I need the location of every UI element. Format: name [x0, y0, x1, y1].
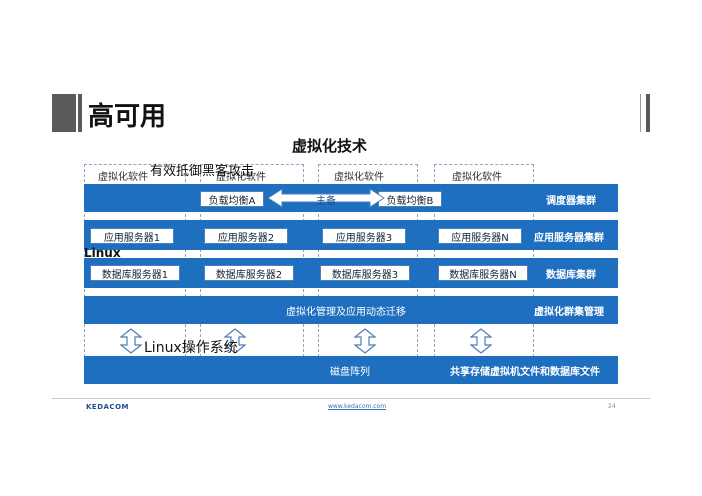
title-accent-bar-thin: [78, 94, 82, 132]
node-db-2: 数据库服务器2: [204, 265, 294, 281]
node-lb-b: 负载均衡B: [378, 191, 442, 207]
linux-small-label: Linux: [84, 246, 121, 260]
updown-arrow-4: [470, 328, 492, 354]
footer-url-link[interactable]: www.kedacom.com: [328, 403, 387, 410]
updown-arrow-3: [354, 328, 376, 354]
node-app-3: 应用服务器3: [322, 228, 406, 244]
node-app-2: 应用服务器2: [204, 228, 288, 244]
footer-page-number: 24: [608, 403, 616, 410]
band-virt: [84, 296, 618, 324]
band-virt-label: 虚拟化群集管理: [534, 307, 604, 318]
page-title: 高可用: [88, 102, 167, 132]
right-accent-bar: [646, 94, 650, 132]
node-db-1: 数据库服务器1: [90, 265, 180, 281]
title-accent-bar: [52, 94, 76, 132]
band-db-label: 数据库集群: [546, 270, 596, 281]
node-app-n: 应用服务器N: [438, 228, 522, 244]
band-storage-label: 共享存储虚拟机文件和数据库文件: [450, 367, 600, 378]
vm-label-4: 虚拟化软件: [452, 172, 502, 183]
updown-arrow-1: [120, 328, 142, 354]
vm-label-3: 虚拟化软件: [334, 172, 384, 183]
linux-os-label: Linux操作系统: [144, 340, 238, 356]
node-app-1: 应用服务器1: [90, 228, 174, 244]
band-storage: [84, 356, 618, 384]
vm-label-1: 虚拟化软件: [98, 172, 148, 183]
vm-label-2: 虚拟化软件: [216, 172, 266, 183]
band-app-label: 应用服务器集群: [534, 233, 604, 244]
band-scheduler-label: 调度器集群: [546, 196, 596, 207]
diagram-subtitle: 虚拟化技术: [292, 137, 368, 155]
band-virt-center: 虚拟化管理及应用动态迁移: [286, 307, 406, 318]
footer-divider: [52, 398, 650, 399]
footer-logo: KEDACOM: [86, 403, 129, 411]
node-db-n: 数据库服务器N: [438, 265, 528, 281]
active-standby-arrow: [267, 188, 385, 208]
node-lb-a: 负载均衡A: [200, 191, 264, 207]
updown-arrow-2: [224, 328, 246, 354]
overlay-caption-attack: 有效抵御黑客攻击: [150, 164, 255, 179]
band-storage-center: 磁盘阵列: [330, 367, 370, 378]
active-standby-label: 主备: [316, 196, 336, 207]
right-accent-line: [640, 94, 641, 132]
node-db-3: 数据库服务器3: [320, 265, 410, 281]
